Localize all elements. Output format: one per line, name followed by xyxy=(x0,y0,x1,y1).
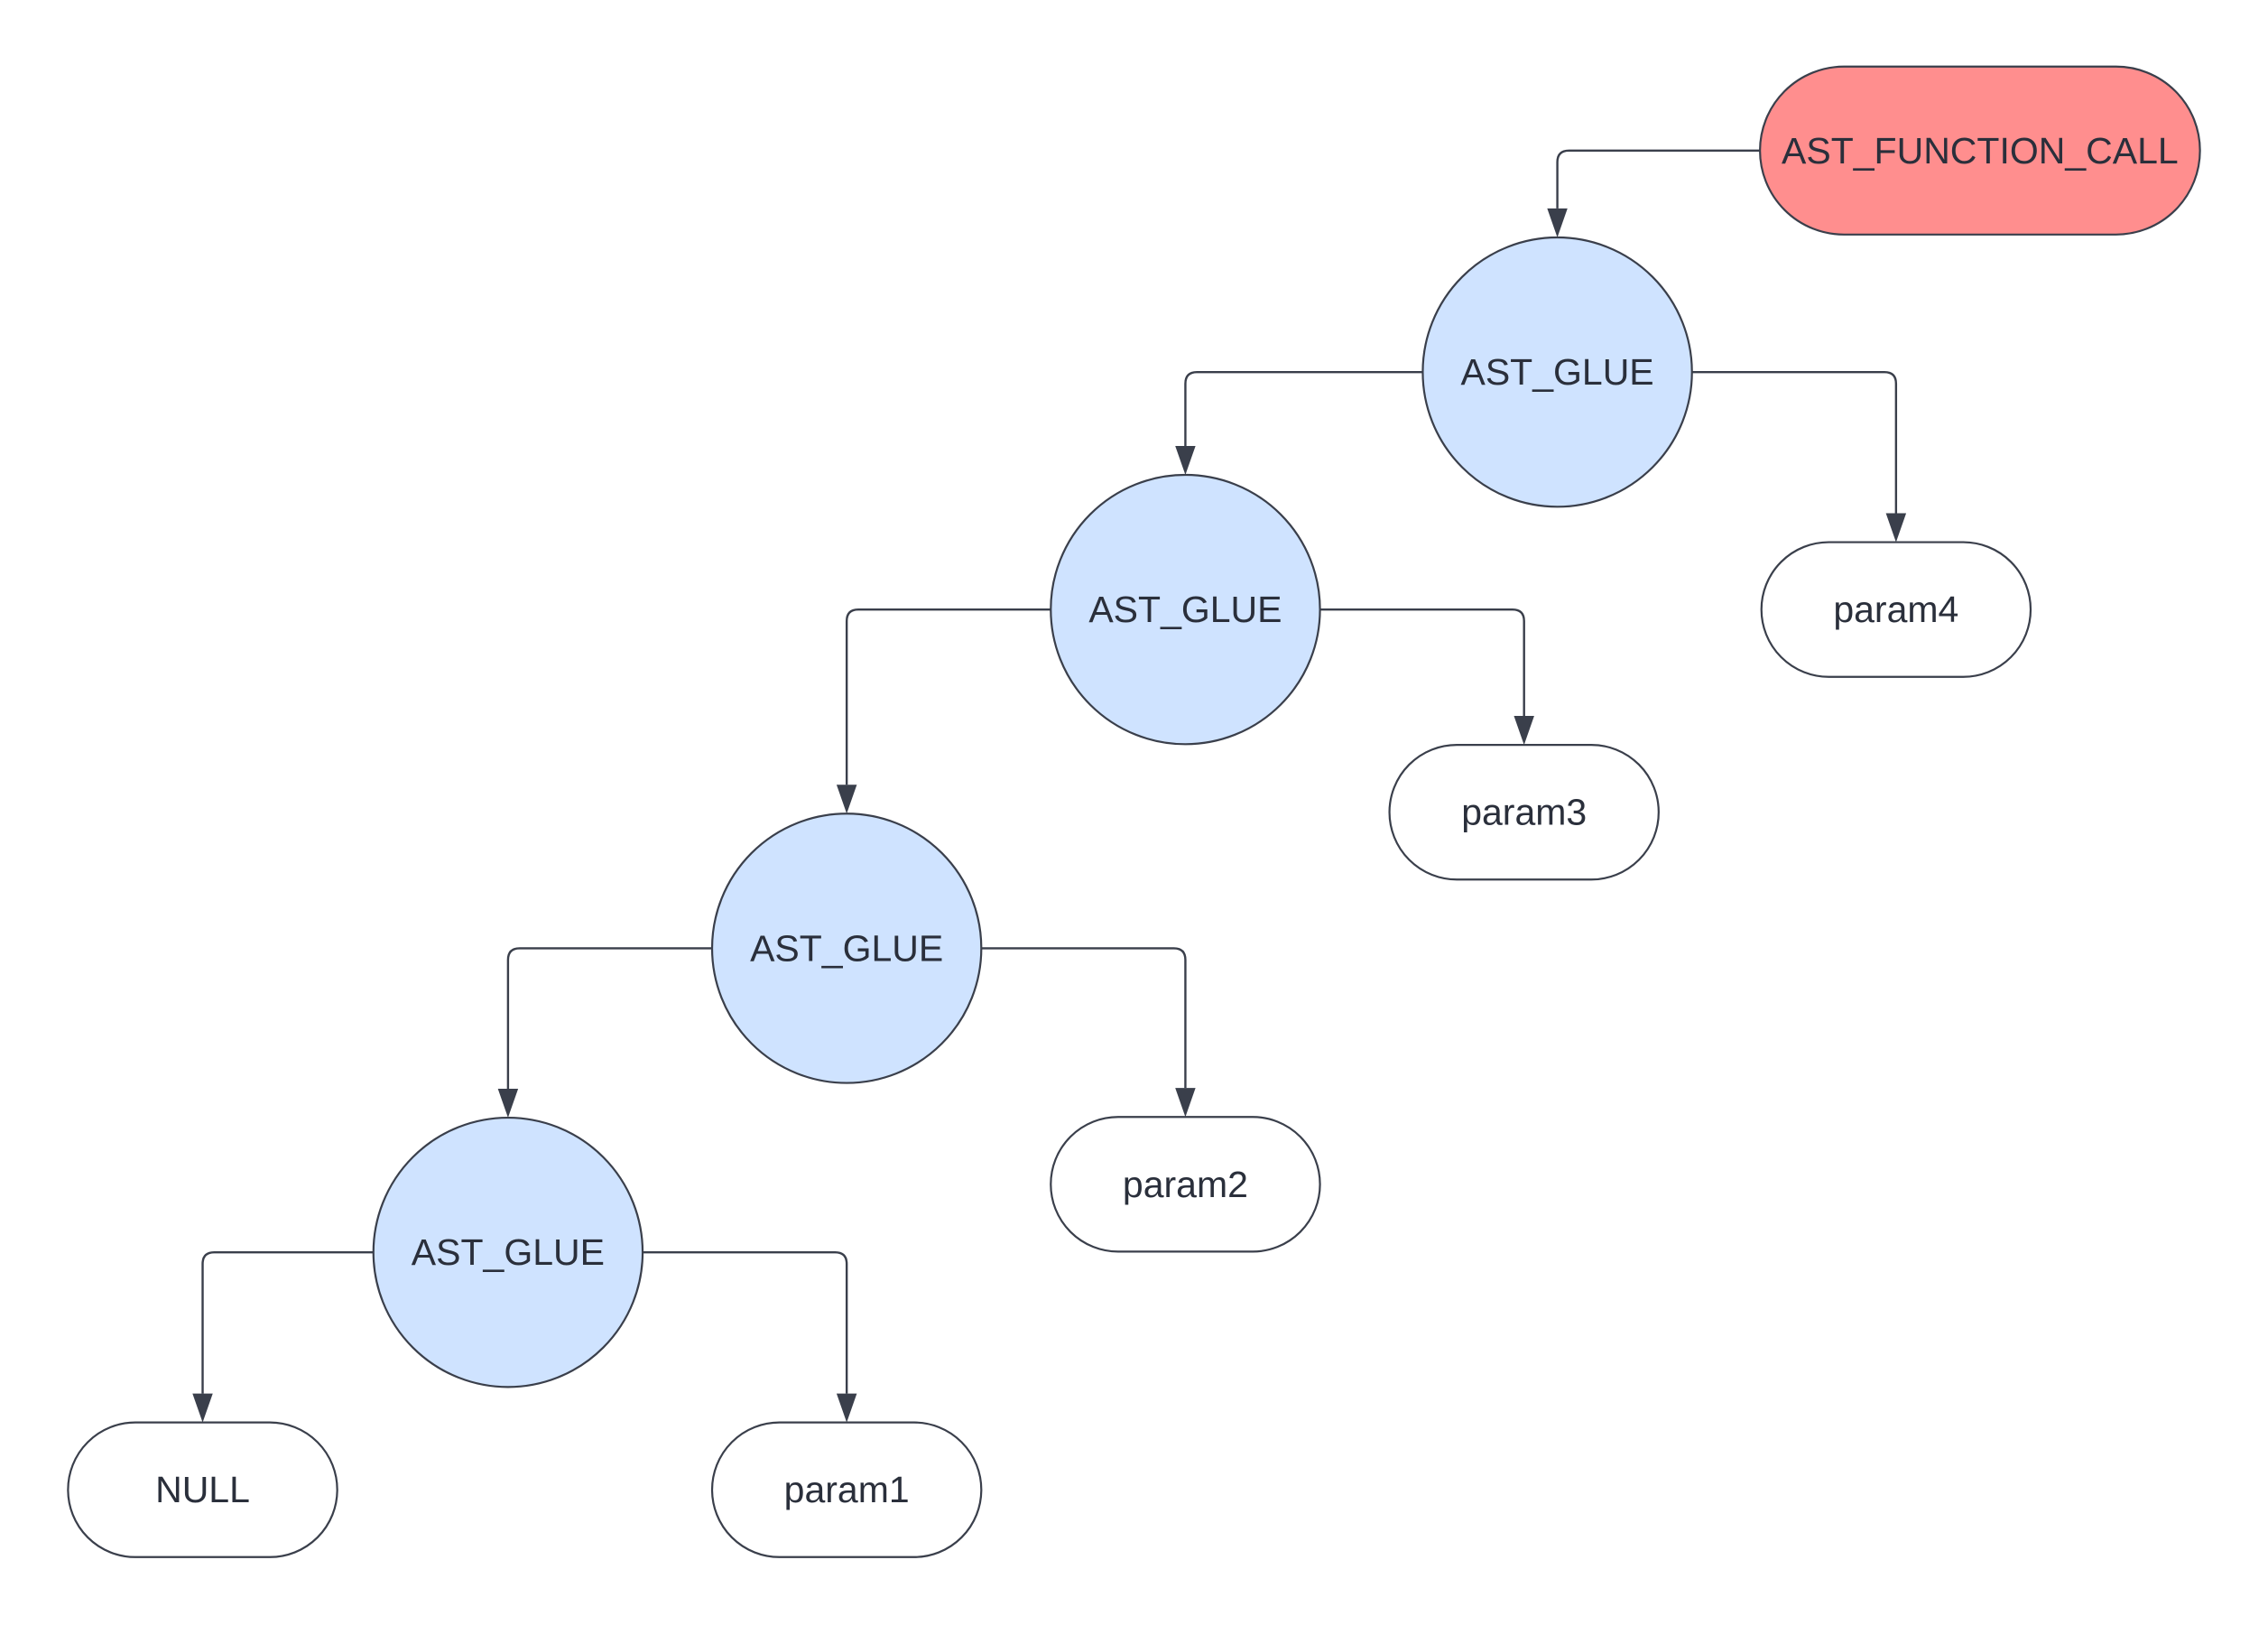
node-param3-pill xyxy=(1388,744,1660,881)
node-param3: param3 xyxy=(1388,744,1660,881)
node-glue1-label: AST_GLUE xyxy=(1460,351,1653,393)
edge-glue2-to-param3 xyxy=(1319,608,1525,717)
arrowhead-param1 xyxy=(836,1393,857,1423)
node-param1-label: param1 xyxy=(784,1469,910,1510)
node-root-label: AST_FUNCTION_CALL xyxy=(1782,130,2179,172)
arrowhead-glue1 xyxy=(1547,208,1568,238)
node-param1-pill xyxy=(710,1421,983,1558)
node-glue3-label: AST_GLUE xyxy=(750,927,943,969)
arrowhead-null xyxy=(192,1393,213,1423)
node-glue2-circle xyxy=(1050,473,1321,746)
node-param1: param1 xyxy=(710,1421,983,1558)
node-param4-label: param4 xyxy=(1833,589,1958,630)
arrowhead-glue2 xyxy=(1175,445,1196,476)
node-param4: param4 xyxy=(1760,541,2032,678)
node-glue3: AST_GLUE xyxy=(710,812,983,1084)
node-param2-pill xyxy=(1050,1116,1321,1253)
node-glue2-label: AST_GLUE xyxy=(1088,589,1282,630)
edge-root-to-glue1 xyxy=(1556,149,1761,209)
node-param3-label: param3 xyxy=(1461,792,1587,833)
node-glue1-circle xyxy=(1421,236,1693,508)
nodes-layer: AST_FUNCTION_CALL AST_GLUE AST_GLUE AST_GLU… xyxy=(67,65,2201,1558)
node-null: NULL xyxy=(67,1421,338,1558)
arrowhead-glue4 xyxy=(497,1088,519,1119)
edge-glue4-to-null xyxy=(201,1251,374,1394)
arrowhead-param4 xyxy=(1885,513,1907,543)
node-glue4-circle xyxy=(372,1116,644,1388)
node-param4-pill xyxy=(1760,541,2032,678)
node-glue1: AST_GLUE xyxy=(1421,236,1693,508)
edge-glue2-to-glue3 xyxy=(845,608,1051,785)
edge-glue3-to-glue4 xyxy=(506,947,713,1089)
edge-glue4-to-param1 xyxy=(643,1251,848,1394)
node-glue4-label: AST_GLUE xyxy=(412,1231,605,1273)
node-param2-label: param2 xyxy=(1123,1164,1248,1205)
node-glue4: AST_GLUE xyxy=(372,1116,644,1388)
edge-glue1-to-glue2 xyxy=(1184,370,1423,446)
arrowhead-param2 xyxy=(1175,1088,1196,1118)
node-param2: param2 xyxy=(1050,1116,1321,1253)
node-glue2: AST_GLUE xyxy=(1050,473,1321,746)
edges-layer xyxy=(192,149,1907,1423)
node-root: AST_FUNCTION_CALL xyxy=(1759,65,2201,236)
node-null-pill xyxy=(67,1421,338,1558)
arrowhead-glue3 xyxy=(836,785,857,814)
edge-glue1-to-param4 xyxy=(1691,370,1898,514)
node-null-label: NULL xyxy=(155,1469,250,1510)
edge-glue3-to-param2 xyxy=(981,947,1187,1089)
node-root-pill xyxy=(1759,65,2201,236)
node-glue3-circle xyxy=(710,812,983,1084)
arrowhead-param3 xyxy=(1514,716,1534,746)
